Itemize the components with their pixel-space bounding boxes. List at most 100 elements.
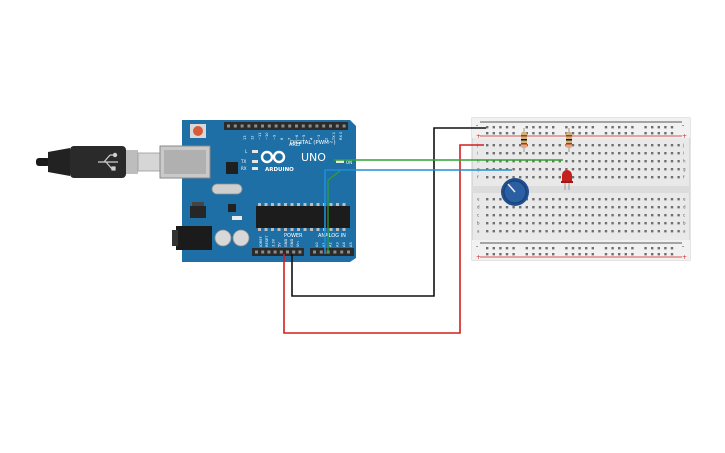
terminal-hole[interactable] — [651, 168, 654, 171]
terminal-hole[interactable] — [631, 198, 634, 201]
header-hole[interactable] — [292, 250, 296, 254]
terminal-hole[interactable] — [578, 214, 581, 217]
terminal-hole[interactable] — [657, 206, 660, 209]
rail-hole[interactable] — [499, 253, 502, 256]
rail-hole[interactable] — [499, 247, 502, 250]
header-hole[interactable] — [315, 124, 319, 128]
terminal-hole[interactable] — [604, 206, 608, 209]
terminal-hole[interactable] — [624, 222, 627, 225]
header-hole[interactable] — [254, 124, 258, 128]
rail-hole[interactable] — [578, 253, 581, 256]
terminal-hole[interactable] — [637, 168, 641, 171]
rail-hole[interactable] — [631, 247, 634, 250]
rail-hole[interactable] — [499, 126, 502, 129]
terminal-hole[interactable] — [585, 206, 588, 209]
rail-hole[interactable] — [618, 253, 621, 256]
terminal-hole[interactable] — [565, 152, 568, 155]
terminal-hole[interactable] — [598, 168, 601, 171]
terminal-hole[interactable] — [637, 230, 641, 233]
terminal-hole[interactable] — [644, 230, 647, 233]
terminal-hole[interactable] — [578, 160, 581, 163]
terminal-hole[interactable] — [651, 160, 654, 163]
terminal-hole[interactable] — [565, 222, 568, 225]
terminal-hole[interactable] — [664, 222, 667, 225]
terminal-hole[interactable] — [670, 222, 674, 225]
terminal-hole[interactable] — [558, 206, 561, 209]
terminal-hole[interactable] — [545, 152, 548, 155]
terminal-hole[interactable] — [486, 160, 489, 163]
terminal-hole[interactable] — [571, 144, 575, 147]
terminal-hole[interactable] — [558, 222, 561, 225]
terminal-hole[interactable] — [499, 176, 502, 179]
terminal-hole[interactable] — [677, 230, 680, 233]
terminal-hole[interactable] — [519, 230, 522, 233]
terminal-hole[interactable] — [585, 214, 588, 217]
terminal-hole[interactable] — [499, 222, 502, 225]
terminal-hole[interactable] — [486, 222, 489, 225]
rail-hole[interactable] — [565, 253, 568, 256]
resistor-1[interactable] — [521, 128, 527, 152]
terminal-hole[interactable] — [571, 222, 575, 225]
header-hole[interactable] — [261, 124, 264, 128]
terminal-hole[interactable] — [545, 230, 548, 233]
rail-hole[interactable] — [657, 247, 660, 250]
terminal-hole[interactable] — [591, 168, 594, 171]
terminal-hole[interactable] — [598, 198, 601, 201]
terminal-hole[interactable] — [499, 206, 502, 209]
rail-hole[interactable] — [492, 132, 495, 135]
terminal-hole[interactable] — [651, 144, 654, 147]
rail-hole[interactable] — [532, 126, 535, 129]
terminal-hole[interactable] — [624, 152, 627, 155]
rail-hole[interactable] — [492, 126, 495, 129]
terminal-hole[interactable] — [505, 160, 509, 163]
terminal-hole[interactable] — [565, 206, 568, 209]
resistor-2[interactable] — [566, 128, 572, 152]
terminal-hole[interactable] — [585, 152, 588, 155]
terminal-hole[interactable] — [565, 230, 568, 233]
rail-hole[interactable] — [532, 247, 535, 250]
terminal-hole[interactable] — [591, 144, 594, 147]
rail-hole[interactable] — [578, 132, 581, 135]
terminal-hole[interactable] — [538, 230, 542, 233]
terminal-hole[interactable] — [651, 152, 654, 155]
header-hole[interactable] — [288, 124, 292, 128]
terminal-hole[interactable] — [532, 230, 535, 233]
terminal-hole[interactable] — [578, 198, 581, 201]
terminal-hole[interactable] — [677, 168, 680, 171]
terminal-hole[interactable] — [585, 160, 588, 163]
rail-hole[interactable] — [624, 253, 627, 256]
terminal-hole[interactable] — [519, 152, 522, 155]
header-hole[interactable] — [347, 250, 350, 254]
led[interactable] — [561, 170, 573, 190]
header-hole[interactable] — [267, 250, 271, 254]
terminal-hole[interactable] — [532, 152, 535, 155]
terminal-hole[interactable] — [545, 144, 548, 147]
terminal-hole[interactable] — [505, 214, 509, 217]
terminal-hole[interactable] — [499, 198, 502, 201]
terminal-hole[interactable] — [499, 214, 502, 217]
terminal-hole[interactable] — [670, 198, 674, 201]
terminal-hole[interactable] — [618, 176, 621, 179]
terminal-hole[interactable] — [565, 214, 568, 217]
terminal-hole[interactable] — [585, 198, 588, 201]
header-hole[interactable] — [279, 250, 283, 254]
terminal-hole[interactable] — [519, 144, 522, 147]
terminal-hole[interactable] — [578, 152, 581, 155]
terminal-hole[interactable] — [670, 160, 674, 163]
terminal-hole[interactable] — [585, 176, 588, 179]
rail-hole[interactable] — [552, 247, 555, 250]
terminal-hole[interactable] — [532, 168, 535, 171]
rail-hole[interactable] — [565, 247, 568, 250]
rail-hole[interactable] — [604, 126, 608, 129]
rail-hole[interactable] — [604, 253, 608, 256]
rail-hole[interactable] — [618, 132, 621, 135]
terminal-hole[interactable] — [532, 198, 535, 201]
terminal-hole[interactable] — [624, 206, 627, 209]
rail-hole[interactable] — [585, 126, 588, 129]
terminal-hole[interactable] — [598, 152, 601, 155]
header-hole[interactable] — [286, 250, 289, 254]
terminal-hole[interactable] — [538, 198, 542, 201]
terminal-hole[interactable] — [618, 160, 621, 163]
terminal-hole[interactable] — [677, 222, 680, 225]
rail-hole[interactable] — [611, 253, 614, 256]
